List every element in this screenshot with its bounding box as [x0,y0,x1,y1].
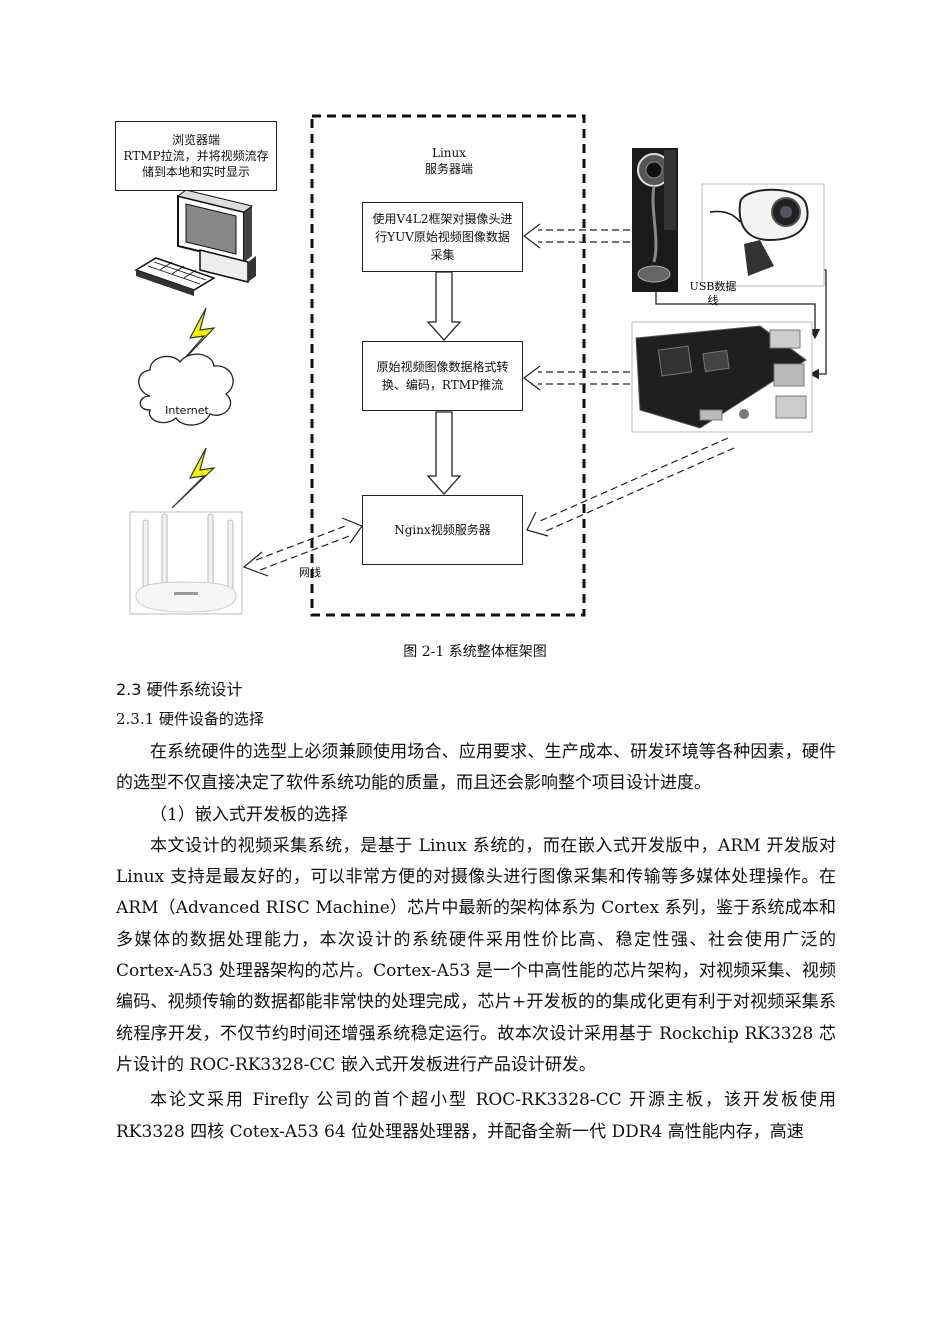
flow-arrow-2 [426,411,462,495]
convert-box: 原始视频图像数据格式转换、编码，RTMP推流 [362,341,523,411]
computer-icon [134,189,256,296]
router-nginx-head-right [341,517,363,544]
figure-caption: 图 2-1 系统整体框架图 [403,644,547,660]
gooseneck-camera-icon [632,148,678,292]
body-text: 在系统硬件的选型上必须兼顾使用场合、应用要求、生产成本、研发环境等各种因素，硬件… [116,737,836,1148]
server-title: Linux 服务器端 [395,145,503,177]
lightning-bolt-icon-bottom [171,447,216,509]
router-nginx-arrow [255,524,353,571]
server-title-line2: 服务器端 [424,162,473,176]
capture-box: 使用V4L2框架对摄像头进行YUV原始视频图像数据采集 [362,202,523,272]
paragraph-2: （1）嵌入式开发板的选择 [150,804,348,825]
board-to-nginx-head [526,511,549,537]
server-title-line1: Linux [431,146,467,160]
section-heading: 2.3 硬件系统设计 [116,680,243,699]
dev-board-icon [631,321,813,433]
system-framework-figure: 浏览器端 RTMP拉流，并将视频流存储到本地和实时显示 Linux 服务器端 使… [0,0,950,640]
network-cable-label: 网线 [299,566,321,579]
flow-arrow-1 [426,271,462,341]
camera-to-capture-arrow [538,229,630,243]
usb-label: USB数据 线 [689,280,737,307]
subsection-heading: 2.3.1 硬件设备的选择 [116,710,264,728]
router-icon [129,511,243,615]
board-to-convert-arrow [538,371,630,385]
internet-label: Internet [165,404,209,417]
linux-server-region [310,114,586,617]
usb-cable-1 [655,292,821,340]
board-to-convert-head [523,365,541,391]
webcam-icon [701,183,825,287]
router-nginx-head-left [242,551,269,577]
paragraph-3: 本文设计的视频采集系统，是基于 Linux 系统的，而在嵌入式开发版中，ARM … [116,835,836,1075]
nginx-box: Nginx视频服务器 [362,495,523,565]
board-to-nginx-arrow [539,437,735,532]
browser-box: 浏览器端 RTMP拉流，并将视频流存储到本地和实时显示 [115,121,277,191]
figure-drawing [129,114,827,617]
paragraph-4: 本论文采用 Firefly 公司的首个超小型 ROC-RK3328-CC 开源主… [116,1090,836,1142]
camera-to-capture-head [523,223,541,249]
paragraph-1: 在系统硬件的选型上必须兼顾使用场合、应用要求、生产成本、研发环境等各种因素，硬件… [116,742,836,794]
internet-cloud-icon [138,353,234,426]
